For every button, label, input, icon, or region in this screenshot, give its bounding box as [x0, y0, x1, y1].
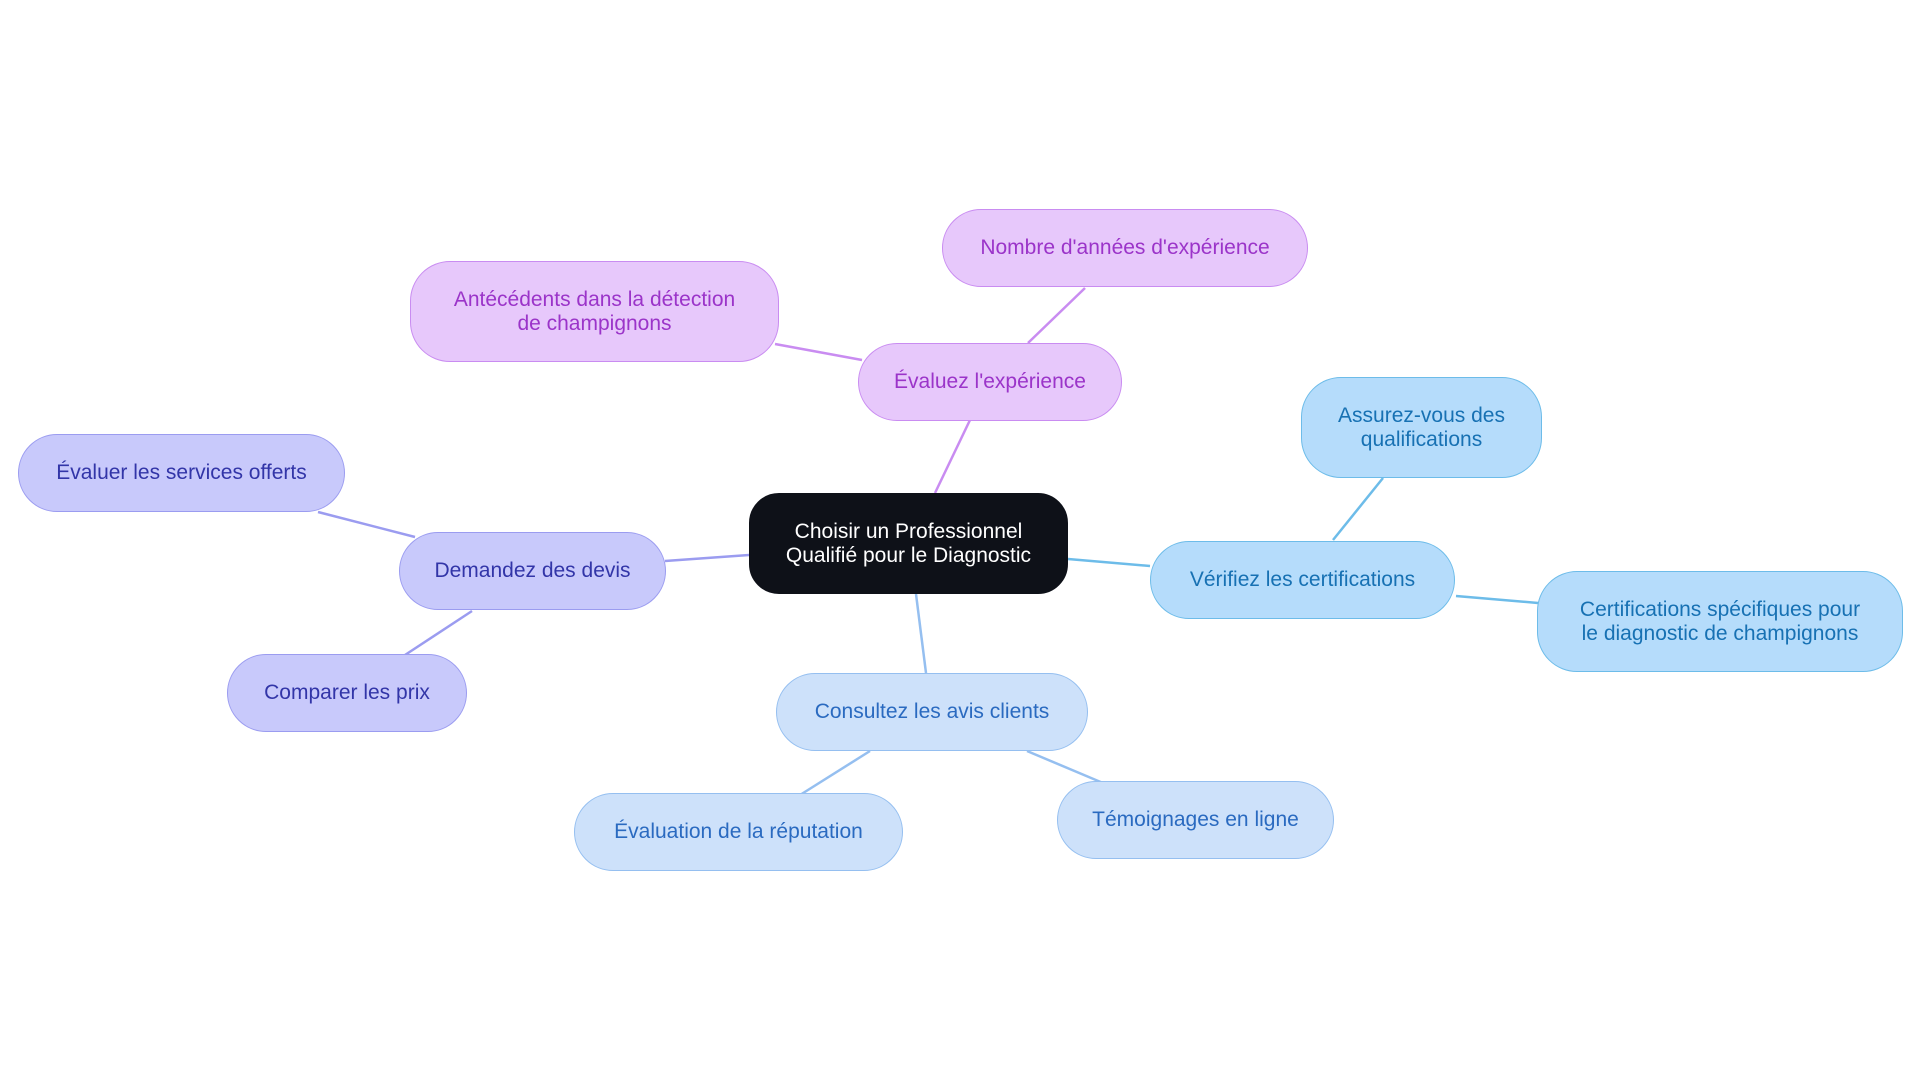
leaf-certifications-qualifications-line-2: qualifications [1360, 427, 1483, 451]
edge-avis-temoignages [1026, 749, 1104, 785]
leaf-experience-years[interactable]: Nombre d'années d'expérience [942, 209, 1308, 287]
leaf-experience-history[interactable]: Antécédents dans la détection de champig… [410, 261, 779, 362]
leaf-certifications-qualifications[interactable]: Assurez-vous des qualifications [1301, 377, 1542, 478]
edge-experience-years [1027, 287, 1086, 344]
edge-certifications-qualifications [1332, 477, 1384, 541]
edge-experience-history [774, 342, 863, 362]
leaf-certifications-specifiques[interactable]: Certifications spécifiques pour le diagn… [1537, 571, 1903, 672]
center-node[interactable]: Choisir un Professionnel Qualifié pour l… [749, 493, 1068, 594]
edge-center-avis [914, 593, 928, 674]
leaf-experience-history-line-1: Antécédents dans la détection [453, 287, 736, 311]
branch-avis-label: Consultez les avis clients [814, 700, 1050, 723]
edge-avis-reputation [799, 749, 871, 797]
leaf-experience-history-line-2: de champignons [517, 311, 672, 335]
branch-devis[interactable]: Demandez des devis [399, 532, 666, 610]
branch-devis-label: Demandez des devis [434, 559, 631, 582]
edge-center-devis [664, 553, 750, 563]
center-line-1: Choisir un Professionnel [794, 519, 1023, 543]
branch-experience[interactable]: Évaluez l'expérience [858, 343, 1122, 421]
edge-center-experience [933, 419, 972, 494]
branch-experience-label: Évaluez l'expérience [894, 370, 1086, 393]
leaf-avis-temoignages[interactable]: Témoignages en ligne [1057, 781, 1334, 859]
leaf-devis-services[interactable]: Évaluer les services offerts [18, 434, 345, 512]
leaf-certifications-qualifications-line-1: Assurez-vous des [1338, 403, 1505, 427]
edge-center-certifications [1067, 557, 1151, 568]
leaf-certifications-specifiques-line-2: le diagnostic de champignons [1581, 621, 1859, 645]
center-line-2: Qualifié pour le Diagnostic [785, 543, 1032, 567]
edge-devis-services [317, 510, 416, 539]
leaf-avis-reputation[interactable]: Évaluation de la réputation [574, 793, 903, 871]
edge-devis-prix [404, 609, 473, 657]
leaf-devis-prix-label: Comparer les prix [264, 681, 430, 704]
leaf-devis-services-label: Évaluer les services offerts [56, 461, 307, 484]
leaf-avis-reputation-label: Évaluation de la réputation [614, 820, 863, 843]
branch-avis[interactable]: Consultez les avis clients [776, 673, 1088, 751]
leaf-experience-years-label: Nombre d'années d'expérience [980, 236, 1270, 259]
leaf-devis-prix[interactable]: Comparer les prix [227, 654, 467, 732]
leaf-avis-temoignages-label: Témoignages en ligne [1092, 808, 1299, 831]
branch-certifications-label: Vérifiez les certifications [1189, 568, 1416, 591]
edge-certifications-specifiques [1455, 594, 1539, 605]
branch-certifications[interactable]: Vérifiez les certifications [1150, 541, 1455, 619]
leaf-certifications-specifiques-line-1: Certifications spécifiques pour [1579, 597, 1861, 621]
